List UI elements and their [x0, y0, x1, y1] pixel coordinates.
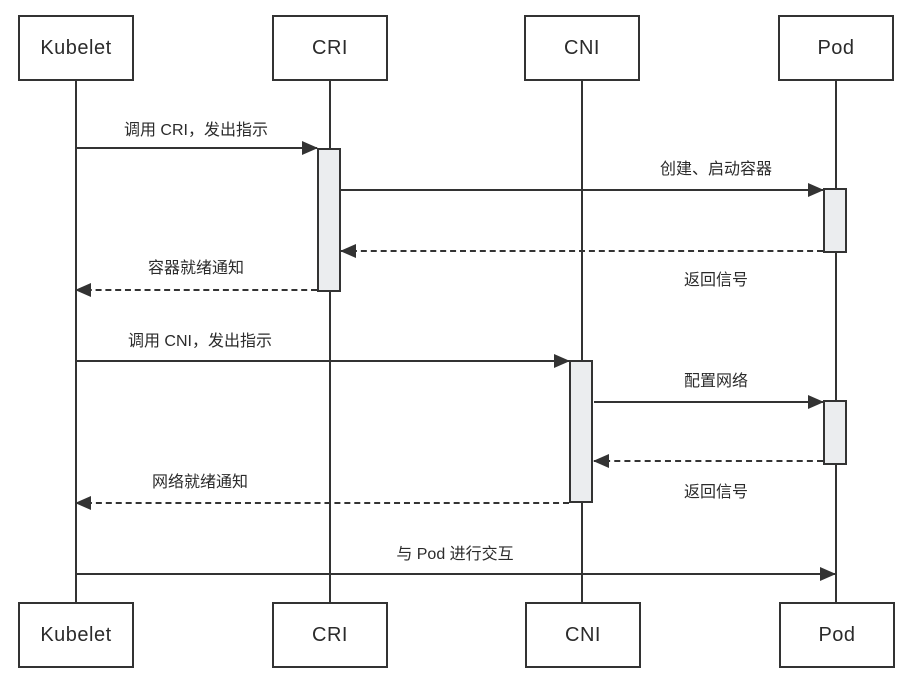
message-label-network-ready: 网络就绪通知	[151, 474, 248, 491]
lifeline-cri	[329, 81, 331, 602]
lifeline-kubelet	[75, 81, 77, 602]
actor-box-cni-top: CNI	[524, 15, 640, 81]
arrow-shaft	[76, 502, 569, 504]
message-label-call-cri: 调用 CRI，发出指示	[123, 122, 268, 139]
arrowhead-left-icon	[340, 244, 356, 258]
message-label-configure-network: 配置网络	[683, 373, 748, 390]
actor-box-kubelet-top: Kubelet	[18, 15, 134, 81]
arrow-shaft	[594, 460, 823, 462]
actor-box-pod-bottom: Pod	[779, 602, 895, 668]
activation-bar-pod-1	[823, 188, 847, 253]
activation-bar-cni	[569, 360, 593, 503]
arrowhead-right-icon	[808, 395, 824, 409]
message-label-create-start-container: 创建、启动容器	[659, 161, 772, 178]
arrow-shaft	[76, 360, 569, 362]
message-label-call-cni: 调用 CNI，发出指示	[127, 333, 272, 350]
actor-box-cri-top: CRI	[272, 15, 388, 81]
arrowhead-left-icon	[593, 454, 609, 468]
actor-box-cri-bottom: CRI	[272, 602, 388, 668]
actor-box-kubelet-bottom: Kubelet	[18, 602, 134, 668]
arrowhead-right-icon	[302, 141, 318, 155]
lifeline-cni	[581, 81, 583, 602]
actor-box-pod-top: Pod	[778, 15, 894, 81]
arrow-shaft	[76, 289, 317, 291]
message-label-interact-with-pod: 与 Pod 进行交互	[396, 546, 514, 563]
arrow-shaft	[76, 147, 317, 149]
activation-bar-pod-2	[823, 400, 847, 465]
arrowhead-left-icon	[75, 283, 91, 297]
lifeline-pod	[835, 81, 837, 602]
message-label-return-signal-1: 返回信号	[683, 272, 748, 289]
arrowhead-right-icon	[808, 183, 824, 197]
arrowhead-right-icon	[554, 354, 570, 368]
actor-box-cni-bottom: CNI	[525, 602, 641, 668]
arrow-shaft	[341, 250, 823, 252]
arrow-shaft	[594, 401, 823, 403]
message-label-container-ready: 容器就绪通知	[147, 260, 244, 277]
message-label-return-signal-2: 返回信号	[683, 484, 748, 501]
arrowhead-left-icon	[75, 496, 91, 510]
arrow-shaft	[341, 189, 823, 191]
arrowhead-right-icon	[820, 567, 836, 581]
activation-bar-cri	[317, 148, 341, 292]
arrow-shaft	[76, 573, 835, 575]
